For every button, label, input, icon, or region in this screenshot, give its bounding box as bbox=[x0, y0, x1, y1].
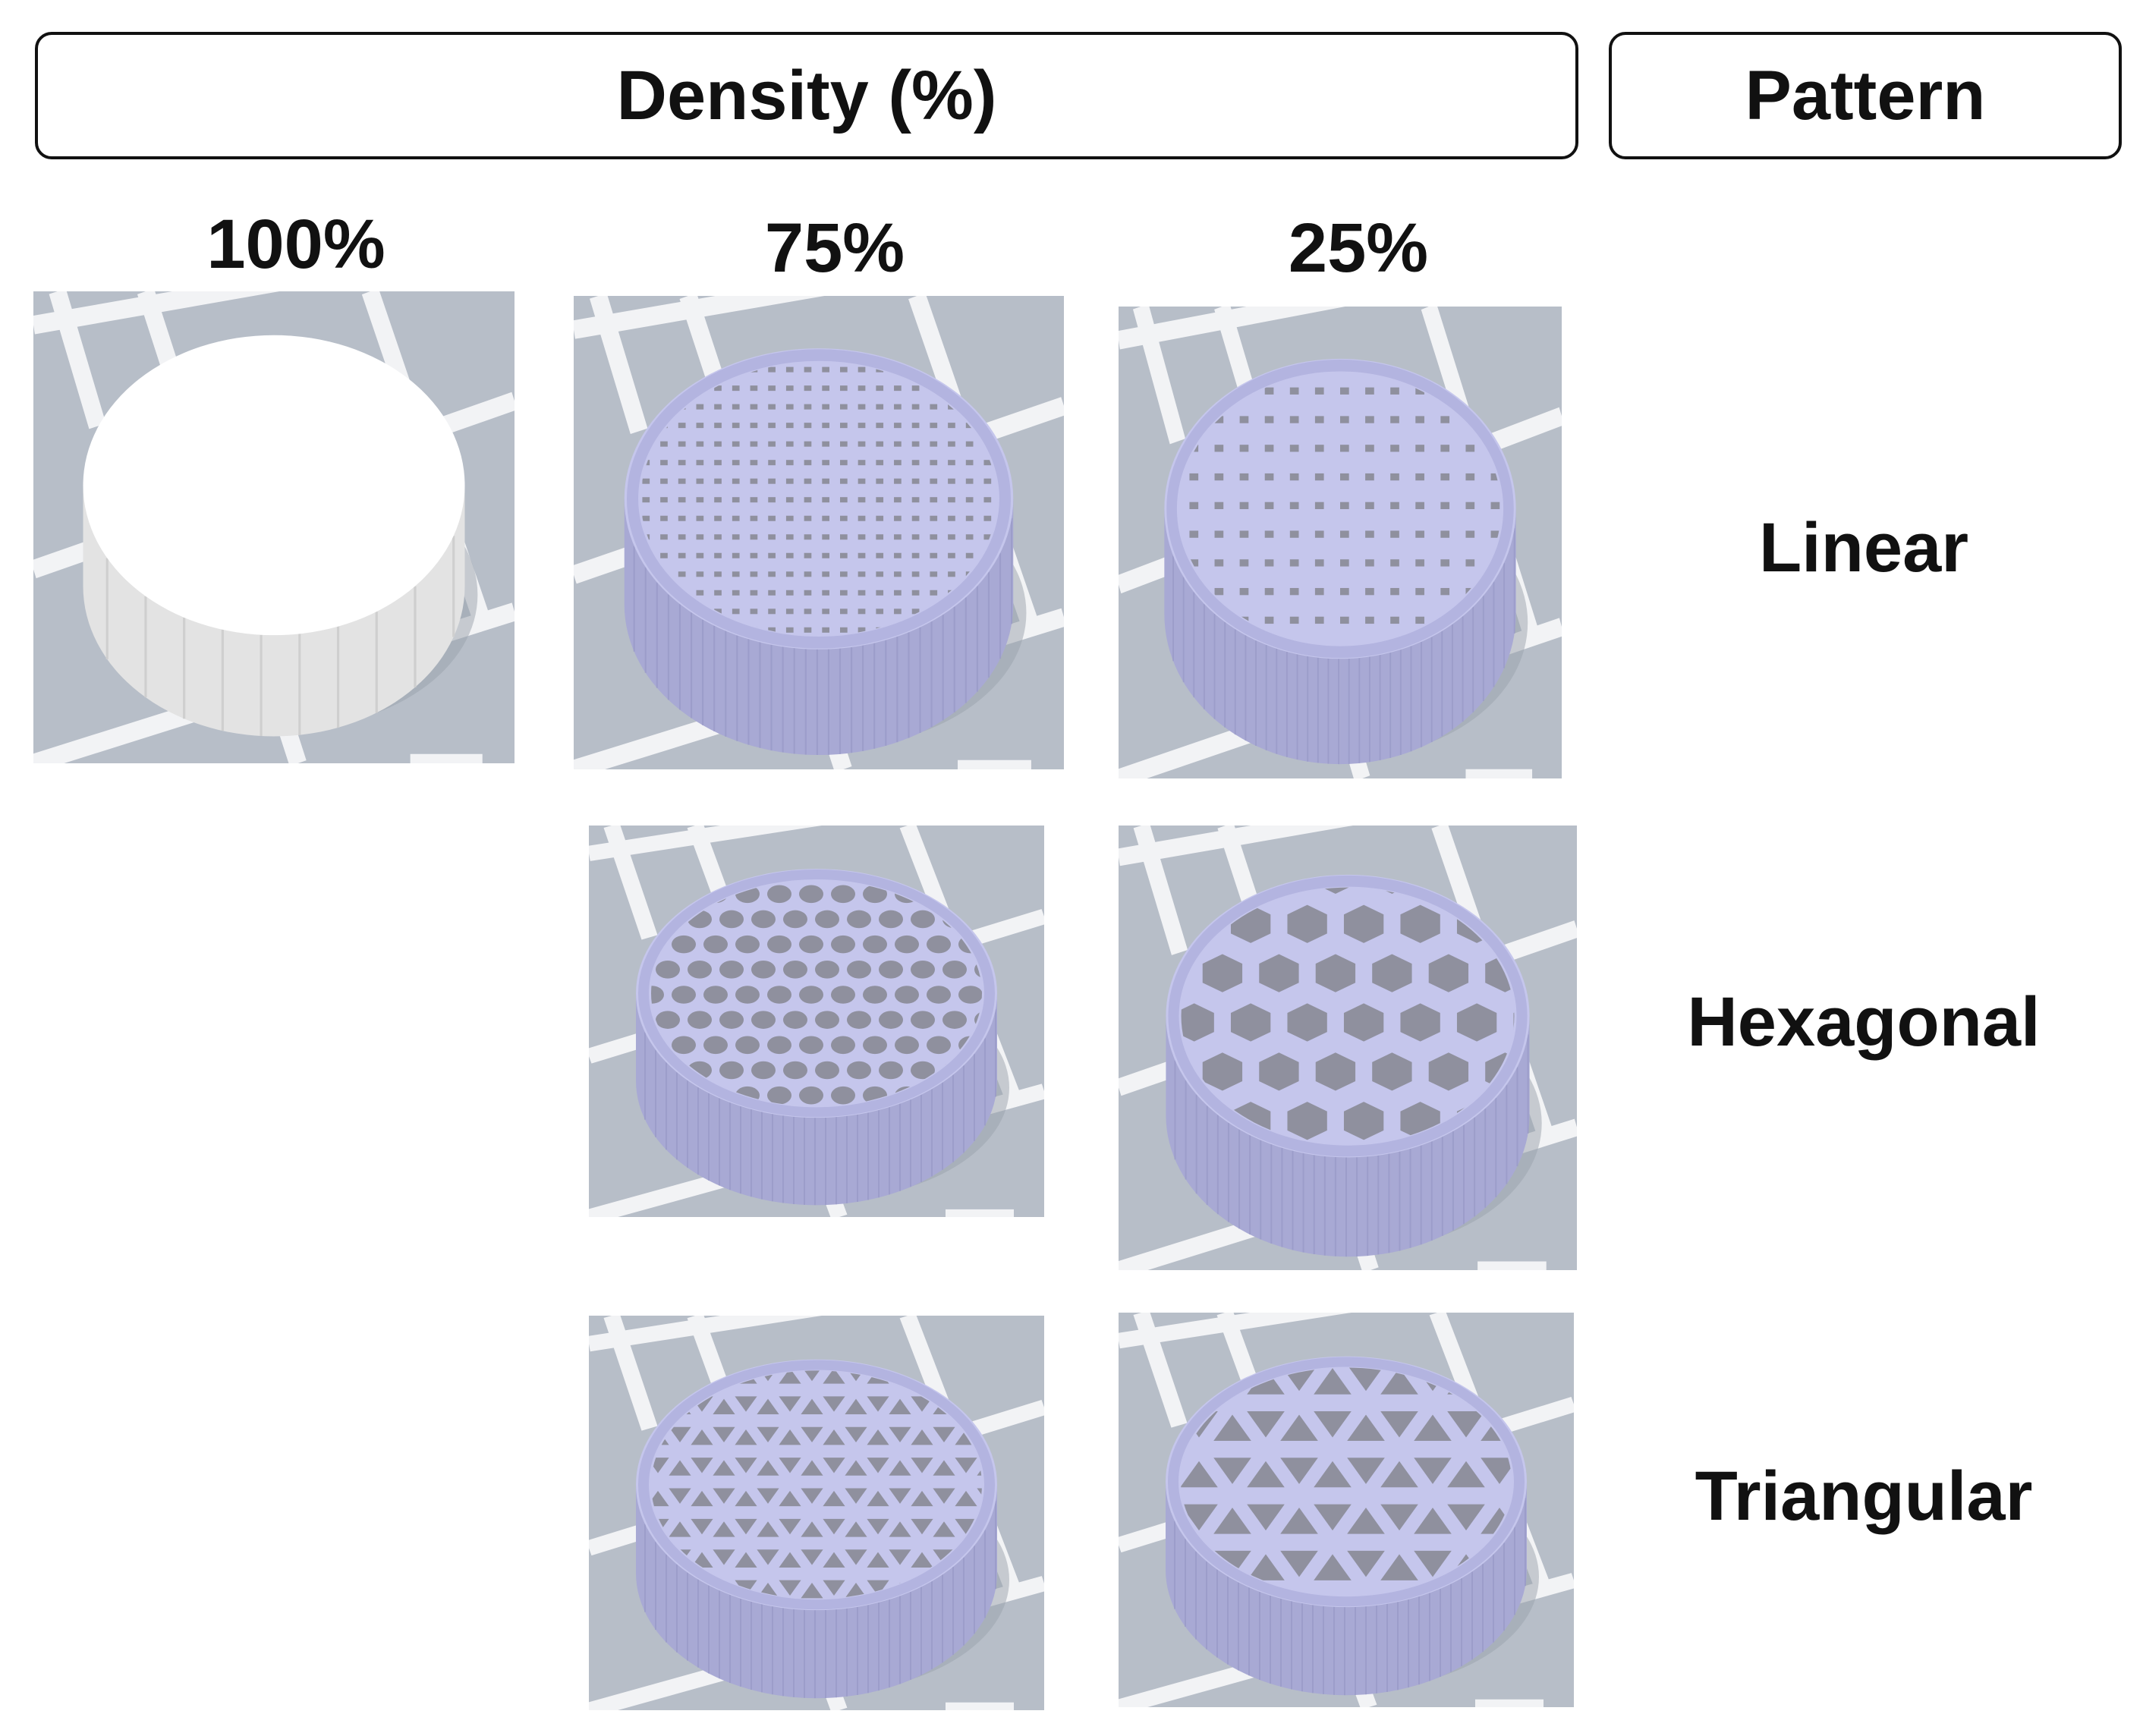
tile-linear-25 bbox=[1119, 307, 1562, 778]
tile-solid-100 bbox=[33, 291, 515, 763]
tile-linear-75 bbox=[574, 296, 1064, 769]
density-header: Density (%) bbox=[35, 32, 1578, 159]
disc-illustration bbox=[33, 291, 515, 763]
row-label-hexagonal: Hexagonal bbox=[1687, 983, 2041, 1061]
tile-hexagonal-75 bbox=[589, 826, 1044, 1217]
disc-illustration bbox=[1119, 826, 1577, 1270]
pattern-header-label: Pattern bbox=[1745, 56, 1986, 134]
tile-hexagonal-25 bbox=[1119, 826, 1577, 1270]
tile-triangular-25 bbox=[1119, 1313, 1574, 1707]
disc-illustration bbox=[589, 1316, 1044, 1710]
pattern-header: Pattern bbox=[1609, 32, 2122, 159]
column-label-75: 75% bbox=[764, 209, 905, 287]
row-label-linear: Linear bbox=[1758, 509, 1969, 587]
row-label-triangular: Triangular bbox=[1695, 1458, 2033, 1535]
disc-illustration bbox=[1119, 1313, 1574, 1707]
density-header-label: Density (%) bbox=[616, 56, 997, 134]
disc-illustration bbox=[574, 296, 1064, 769]
disc-illustration bbox=[589, 826, 1044, 1217]
disc-illustration bbox=[1119, 307, 1562, 778]
column-label-25: 25% bbox=[1288, 209, 1429, 287]
column-label-100: 100% bbox=[206, 206, 385, 283]
tile-triangular-75 bbox=[589, 1316, 1044, 1710]
